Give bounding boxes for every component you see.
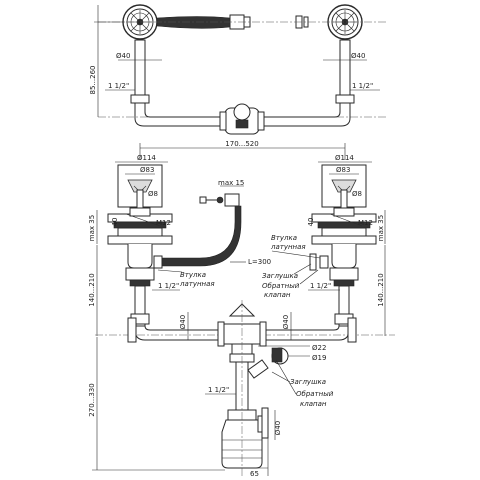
dim-h40-left: 40 xyxy=(111,218,119,227)
dim-max15: max 15 xyxy=(218,179,244,187)
dim-d22: Ø22 xyxy=(312,344,326,352)
dim-h140-right: 140...210 xyxy=(377,273,385,306)
dim-max35-left: max 35 xyxy=(88,215,96,241)
label-valve-low-2: клапан xyxy=(300,400,327,408)
dim-span: 170...520 xyxy=(225,140,258,148)
dim-h270: 270...330 xyxy=(88,383,96,416)
dim-h140-left: 140...210 xyxy=(88,273,96,306)
dim-d83-right: Ø83 xyxy=(336,166,350,174)
label-bushing-left-2: латунная xyxy=(179,280,215,288)
dim-d40-horiz-left: Ø40 xyxy=(179,315,187,329)
dim-d114-left: Ø114 xyxy=(137,154,156,162)
overflow-hose-top xyxy=(156,14,251,30)
dim-d8-left: Ø8 xyxy=(148,190,158,198)
overflow-hose-front: max 15 L=300 xyxy=(159,179,271,267)
label-bushing-left-1: Втулка xyxy=(180,271,206,279)
dim-d19: Ø19 xyxy=(312,354,326,362)
label-valve-mid-2: клапан xyxy=(264,291,291,299)
dim-m12-left: M12 xyxy=(156,219,171,227)
outlet-left: Ø114 Ø83 Ø8 M12 40 max 35 xyxy=(88,154,173,327)
dim-height-top: 85...260 xyxy=(89,66,97,95)
front-view: 170...520 Ø114 Ø83 Ø8 M12 40 max 35 xyxy=(88,140,395,478)
dim-thread-mid-left: 1 1/2" xyxy=(158,282,179,290)
dim-d40-top-left: Ø40 xyxy=(116,52,130,60)
dim-w65: 65 xyxy=(250,470,259,478)
outlet-right: Ø114 Ø83 Ø8 M12 40 max 35 xyxy=(307,154,386,327)
dim-d40-top-right: Ø40 xyxy=(351,52,365,60)
dim-hose-length: L=300 xyxy=(248,258,271,266)
dim-max35-right: max 35 xyxy=(377,215,385,241)
dim-d114-right: Ø114 xyxy=(335,154,354,162)
dim-thread-top-right: 1 1/2" xyxy=(352,82,373,90)
label-plug-low: Заглушка xyxy=(290,378,326,386)
dim-thread-low: 1 1/2" xyxy=(208,386,229,394)
dim-m12-right: M12 xyxy=(358,219,373,227)
dim-d40-trap: Ø40 xyxy=(274,421,282,435)
dim-thread-mid-right: 1 1/2" xyxy=(310,282,331,290)
dim-d8-right: Ø8 xyxy=(352,190,362,198)
dim-d40-horiz-right: Ø40 xyxy=(282,315,290,329)
dim-d83-left: Ø83 xyxy=(140,166,154,174)
dim-h40-right: 40 xyxy=(307,218,315,227)
dim-thread-top-left: 1 1/2" xyxy=(108,82,129,90)
label-bushing-right-2: латунная xyxy=(270,243,306,251)
label-valve-mid-1: Обратный xyxy=(262,282,300,290)
label-bushing-right-1: Втулка xyxy=(271,234,297,242)
label-valve-low-1: Обратный xyxy=(296,390,334,398)
label-plug-mid: Заглушка xyxy=(262,272,298,280)
top-view: 85...260 Ø40 Ø40 1 1/2" 1 1/2" xyxy=(89,4,388,135)
